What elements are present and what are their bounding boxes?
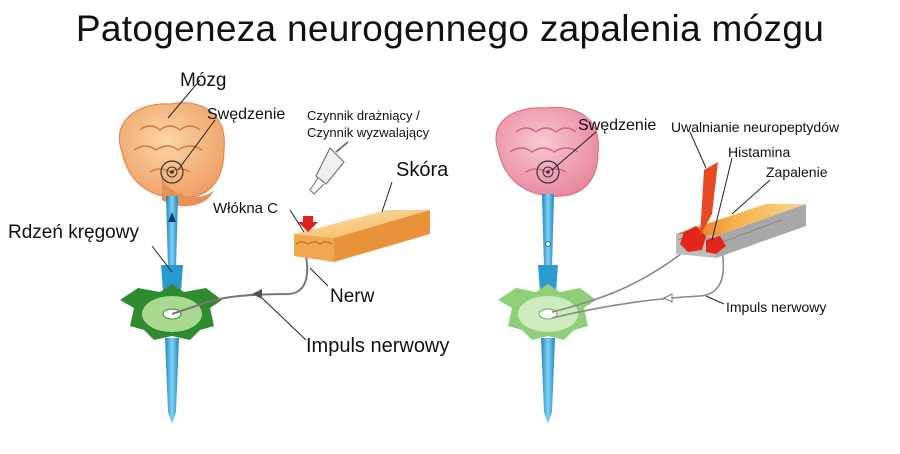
leader-impulse — [261, 297, 307, 341]
label-inflammation: Zapalenie — [766, 164, 828, 180]
vertebra-right — [498, 284, 596, 340]
label-irritant-1: Czynnik drażniący / — [307, 108, 420, 123]
dropper-icon — [309, 141, 349, 195]
right-panel: Swędzenie Uwalnianie neuropeptydów Hista… — [495, 106, 840, 424]
spinal-cord-lower-right — [541, 338, 555, 424]
left-panel: Mózg Swędzenie Czynnik drażniący / Czynn… — [8, 70, 449, 424]
leader-itch — [177, 119, 216, 171]
label-nerve: Nerw — [330, 286, 375, 307]
inflammation-patch — [680, 162, 726, 254]
label-histamine: Histamina — [728, 144, 790, 160]
spinal-cord-lower — [165, 338, 179, 424]
label-neuropeptide-release: Uwalnianie neuropeptydów — [671, 119, 840, 135]
leader-skin — [381, 181, 393, 213]
page-title: Patogeneza neurogennego zapalenia mózgu — [75, 8, 825, 49]
vertebra-left — [120, 284, 222, 340]
leader-inflammation — [731, 179, 771, 215]
label-nerve-impulse-left: Impuls nerwowy — [306, 335, 449, 357]
label-skin: Skóra — [396, 159, 449, 181]
leader-neuropeptides — [689, 131, 707, 169]
impulse-dot — [545, 241, 551, 247]
up-arrow — [168, 212, 176, 222]
leader-impulse-right — [705, 295, 725, 305]
nerve-path-upper — [551, 249, 687, 313]
impulse-arrow — [252, 289, 262, 299]
label-spinal-cord: Rdzeń kręgowy — [8, 222, 139, 243]
label-itch-left: Swędzenie — [207, 106, 285, 123]
spinal-cord-upper-right — [542, 194, 554, 268]
skin-block-left — [294, 210, 430, 262]
leader-nerve — [309, 267, 329, 287]
leader-c-fibers — [289, 209, 305, 233]
label-nerve-impulse-right: Impuls nerwowy — [726, 299, 826, 315]
nerve-path-lower — [551, 249, 725, 319]
label-itch-right: Swędzenie — [578, 117, 656, 134]
irritant-arrow — [298, 216, 318, 232]
impulse-arrow-right — [662, 293, 673, 303]
label-irritant-2: Czynnik wyzwalający — [307, 125, 430, 140]
label-brain: Mózg — [180, 70, 226, 91]
spinal-cord-segment — [161, 265, 183, 292]
leader-brain — [167, 79, 201, 119]
brain-right — [495, 106, 599, 197]
leader-spinal-cord — [151, 245, 173, 273]
spinal-cord-segment-right — [538, 265, 558, 292]
nerve-pathway — [171, 255, 309, 315]
spinal-cord-upper — [166, 196, 178, 268]
leader-itch-right — [551, 131, 597, 171]
label-c-fibers: Włókna C — [213, 200, 278, 217]
leader-histamine — [711, 157, 733, 241]
